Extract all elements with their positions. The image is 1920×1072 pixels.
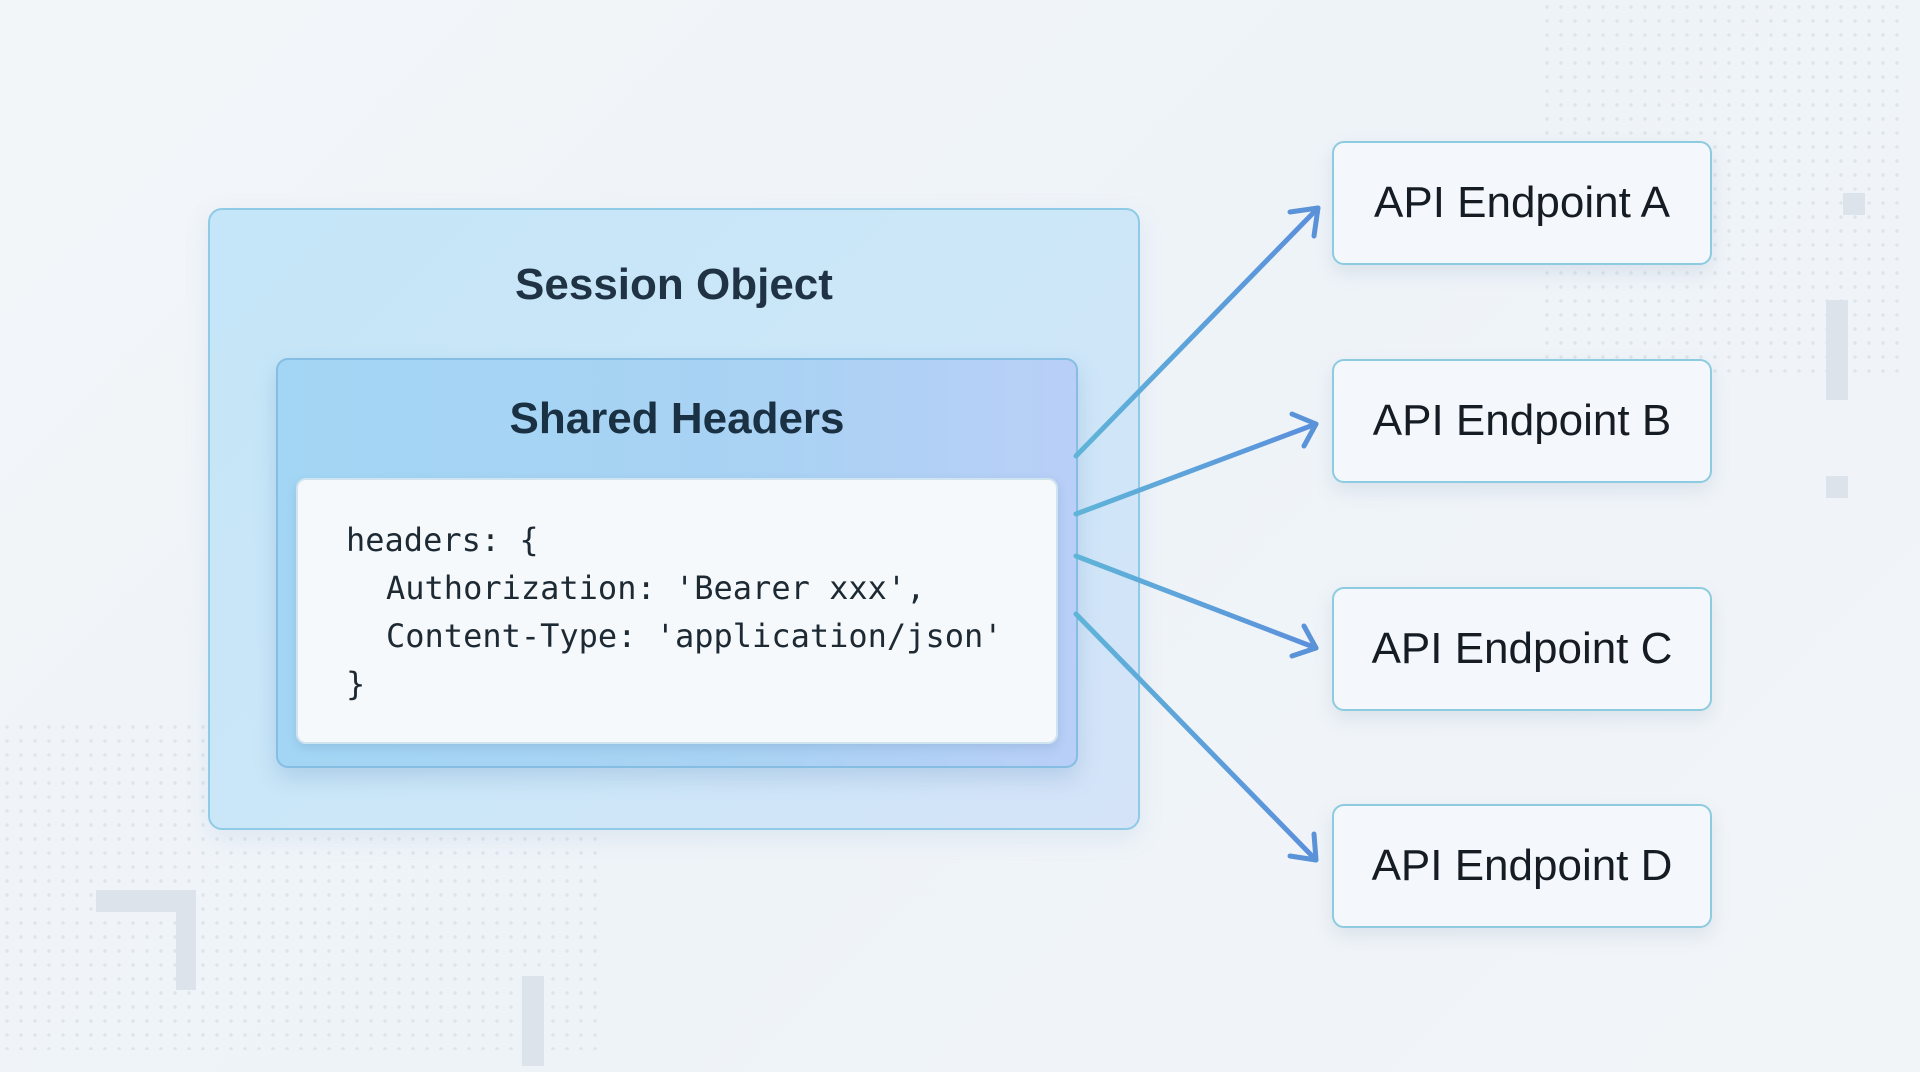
arrow-to-endpoint-d [1073, 611, 1319, 863]
decor-bracket-top [96, 890, 196, 912]
endpoint-d-box: API Endpoint D [1332, 804, 1712, 928]
endpoint-a-box: API Endpoint A [1332, 141, 1712, 265]
shared-headers-title: Shared Headers [509, 394, 845, 443]
decor-bar [522, 976, 544, 1066]
shared-headers-box: Shared Headers headers: { Authorization:… [276, 358, 1078, 768]
endpoint-d-label: API Endpoint D [1371, 841, 1673, 890]
code-line: } [346, 665, 366, 703]
decor-bar [1826, 300, 1848, 400]
endpoint-c-box: API Endpoint C [1332, 587, 1712, 711]
code-line: headers: { [346, 521, 539, 559]
decor-square [1826, 476, 1848, 498]
arrow-to-endpoint-b [1073, 421, 1319, 517]
endpoint-b-label: API Endpoint B [1372, 396, 1672, 445]
endpoint-b-box: API Endpoint B [1332, 359, 1712, 483]
endpoint-c-label: API Endpoint C [1371, 624, 1673, 673]
session-object-box: Session Object Shared Headers headers: {… [208, 208, 1140, 830]
arrow-to-endpoint-c [1073, 553, 1319, 651]
code-line: Content-Type: 'application/json' [386, 617, 1003, 655]
arrowhead-b [1289, 411, 1319, 449]
arrowhead-c [1289, 623, 1319, 659]
arrow-to-endpoint-a [1073, 205, 1321, 459]
arrowhead-d [1287, 831, 1319, 863]
decor-square [1843, 193, 1865, 215]
headers-code-block: headers: { Authorization: 'Bearer xxx', … [296, 478, 1058, 744]
session-object-title: Session Object [515, 260, 833, 309]
decor-bracket-side [176, 890, 196, 990]
endpoint-a-label: API Endpoint A [1374, 178, 1670, 227]
arrowhead-a [1287, 205, 1321, 239]
code-line: Authorization: 'Bearer xxx', [386, 569, 926, 607]
